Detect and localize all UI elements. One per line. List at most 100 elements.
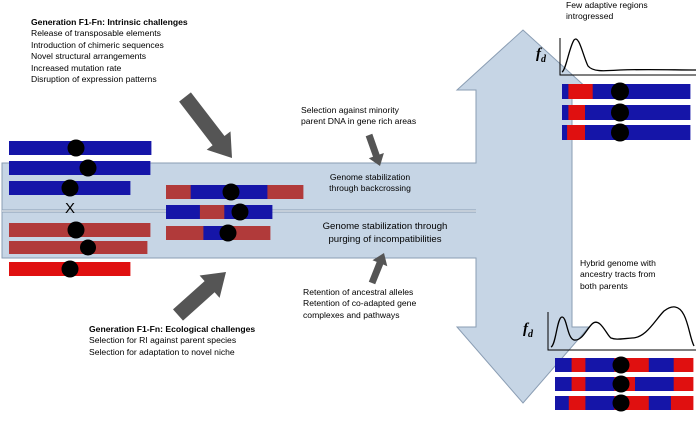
pointer-arrows (173, 92, 388, 321)
outcome-bottom-line: ancestry tracts from (580, 269, 656, 280)
chromosome (9, 221, 151, 239)
chromosome (562, 82, 691, 101)
lower-path-label: Genome stabilization through purging of … (315, 221, 455, 246)
upper-path-line: Genome stabilization (329, 172, 411, 182)
chromosome-segment (673, 358, 694, 372)
fd-curve-top (561, 38, 696, 73)
chromosome-segment (585, 396, 615, 410)
chromosome (562, 103, 691, 122)
centromere (612, 394, 630, 412)
intrinsic-line: Disruption of expression patterns (31, 74, 157, 85)
upper-path-line: through backcrossing (329, 183, 411, 194)
selection-note: Selection against minority parent DNA in… (301, 105, 416, 128)
retention-line: Retention of co-adapted gene (303, 298, 417, 309)
outcome-top-caption: Few adaptive regions introgressed (566, 0, 648, 23)
centromere (612, 375, 630, 393)
fd-axes-top (559, 38, 696, 76)
chromosome-segment (585, 358, 615, 372)
chromosome-segment (592, 84, 691, 99)
chromosome (166, 203, 273, 221)
chromosome-segment (166, 185, 192, 199)
chromosome-segment (226, 226, 271, 240)
upper-path-label: Genome stabilization through backcrossin… (315, 172, 425, 195)
fd-axes-bottom (547, 312, 696, 351)
intrinsic-line: Increased mutation rate (31, 62, 122, 73)
chromosome-segment (585, 105, 691, 120)
ecological-challenges-title: Generation F1-Fn: Ecological challenges (89, 324, 256, 334)
chromosome (9, 159, 151, 177)
ecological-line: Selection for RI against parent species (89, 335, 237, 346)
centromere (612, 356, 630, 374)
chromosome (166, 224, 271, 242)
chromosome-segment (648, 358, 674, 372)
branching-arrow (1, 29, 591, 404)
retention-block: Retention of ancestral alleles Retention… (303, 287, 416, 321)
chromosome (9, 260, 131, 278)
chromosome-segment (571, 358, 586, 372)
outcome-bottom-line: Hybrid genome with (580, 258, 656, 268)
chromosome (555, 394, 694, 412)
chromosome-segment (555, 358, 572, 372)
centromere (79, 159, 97, 177)
chromosome-segment (673, 377, 694, 391)
chromosome-segment (562, 125, 568, 140)
centromere (61, 260, 79, 278)
retention-line: Retention of ancestral alleles (303, 287, 414, 297)
outcome-bottom-line: both parents (580, 280, 628, 291)
outcome-top-line: introgressed (566, 11, 614, 22)
centromere (67, 221, 85, 239)
chromosome-segment (585, 125, 691, 140)
chromosome-segment (199, 205, 225, 219)
selection-note-line: Selection against minority (301, 105, 399, 115)
centromere (611, 123, 629, 142)
centromere (67, 139, 85, 157)
intrinsic-challenges-block: Generation F1-Fn: Intrinsic challenges R… (31, 17, 188, 85)
centromere (611, 103, 629, 122)
lower-path-line: purging of incompatibilities (328, 233, 442, 245)
chromosome-segment (9, 241, 148, 254)
intrinsic-challenges-title: Generation F1-Fn: Intrinsic challenges (31, 17, 188, 27)
outcome-bottom-caption: Hybrid genome with ancestry tracts from … (580, 258, 656, 292)
chromosome (9, 139, 152, 157)
intrinsic-line: Introduction of chimeric sequences (31, 39, 164, 50)
chromosome-segment (670, 396, 694, 410)
chromosome-segment (166, 205, 201, 219)
ecological-challenges-block: Generation F1-Fn: Ecological challenges … (89, 324, 255, 358)
chromosome-segment (585, 377, 615, 391)
fd-curve-bottom (550, 306, 695, 348)
centromere (222, 183, 240, 201)
cross-symbol: X (65, 200, 76, 217)
chromosome (555, 356, 694, 374)
chromosome-segment (562, 105, 569, 120)
chromosome (9, 179, 131, 197)
chromosome-segment (562, 84, 569, 99)
centromere (219, 224, 237, 242)
chromosome-segment (267, 185, 304, 199)
centromere (231, 203, 249, 221)
outcome-top-line: Few adaptive regions (566, 0, 648, 10)
fd-symbol: f (523, 321, 528, 337)
lower-path-line: Genome stabilization through (322, 221, 448, 232)
intrinsic-pointer-arrow (179, 92, 232, 158)
chromosome (9, 239, 148, 256)
chromosome-group (9, 82, 694, 412)
fd-label-bottom: fd (523, 321, 533, 343)
selection-pointer-arrow (365, 133, 384, 166)
chromosome-segment (568, 84, 594, 99)
chromosome-segment (635, 377, 674, 391)
chromosome-segment (568, 396, 586, 410)
ecological-line: Selection for adaptation to novel niche (89, 346, 235, 357)
chromosome-segment (166, 226, 204, 240)
fd-symbol: f (536, 46, 541, 62)
chromosome (166, 183, 304, 201)
retention-line: complexes and pathways (303, 309, 400, 320)
centromere (80, 239, 96, 256)
chromosome-segment (648, 396, 672, 410)
fd-label-top: fd (536, 46, 546, 68)
fd-subscript: d (541, 54, 546, 65)
fd-plots (547, 38, 696, 351)
intrinsic-line: Release of transposable elements (31, 28, 161, 39)
chromosome-segment (555, 396, 570, 410)
